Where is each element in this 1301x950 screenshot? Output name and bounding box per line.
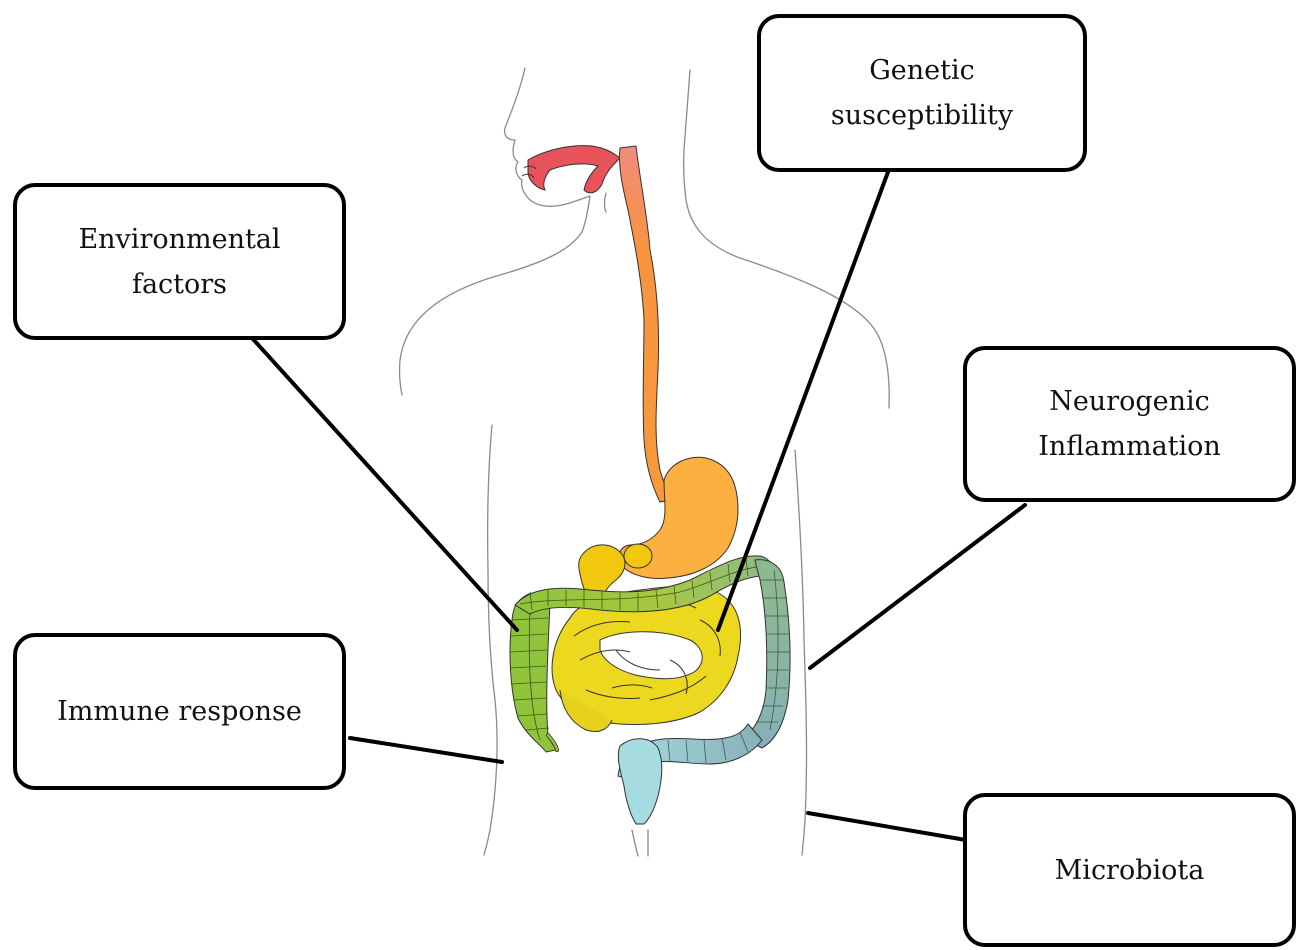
label-neurogenic-inflammation: Neurogenic Inflammation bbox=[963, 346, 1296, 502]
ascending-colon bbox=[510, 593, 556, 752]
connector-microbiota bbox=[808, 813, 966, 840]
mouth bbox=[522, 146, 620, 193]
connector-environmental bbox=[252, 338, 517, 630]
label-microbiota: Microbiota bbox=[963, 793, 1296, 947]
body-outline bbox=[400, 68, 890, 856]
connector-immune bbox=[350, 738, 502, 762]
rectum bbox=[618, 739, 661, 824]
label-immune-response: Immune response bbox=[13, 633, 346, 790]
label-genetic-susceptibility: Genetic susceptibility bbox=[757, 14, 1087, 172]
descending-colon bbox=[742, 560, 790, 748]
connector-genetic bbox=[718, 172, 888, 630]
connector-neurogenic bbox=[810, 505, 1025, 668]
esophagus bbox=[619, 146, 670, 502]
label-environmental-factors: Environmental factors bbox=[13, 183, 346, 340]
